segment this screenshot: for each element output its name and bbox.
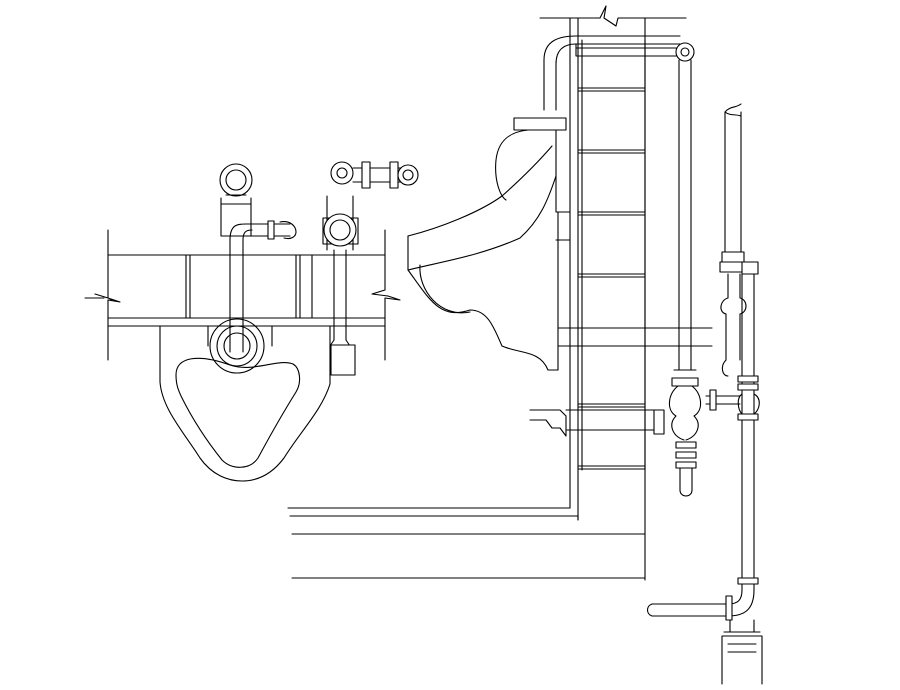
supply-riser-plan [219,163,297,353]
urinal-side-elevation [407,117,571,371]
floor-slab-lines [287,499,646,579]
outlet-ring [209,318,265,374]
flush-valve-plan [322,161,419,376]
wall-band [84,229,401,361]
wall-section-with-tiles [529,5,713,581]
urinal-plan-view [84,161,419,482]
flush-valve-assembly [653,59,741,497]
vertical-drain-stack [646,103,763,685]
